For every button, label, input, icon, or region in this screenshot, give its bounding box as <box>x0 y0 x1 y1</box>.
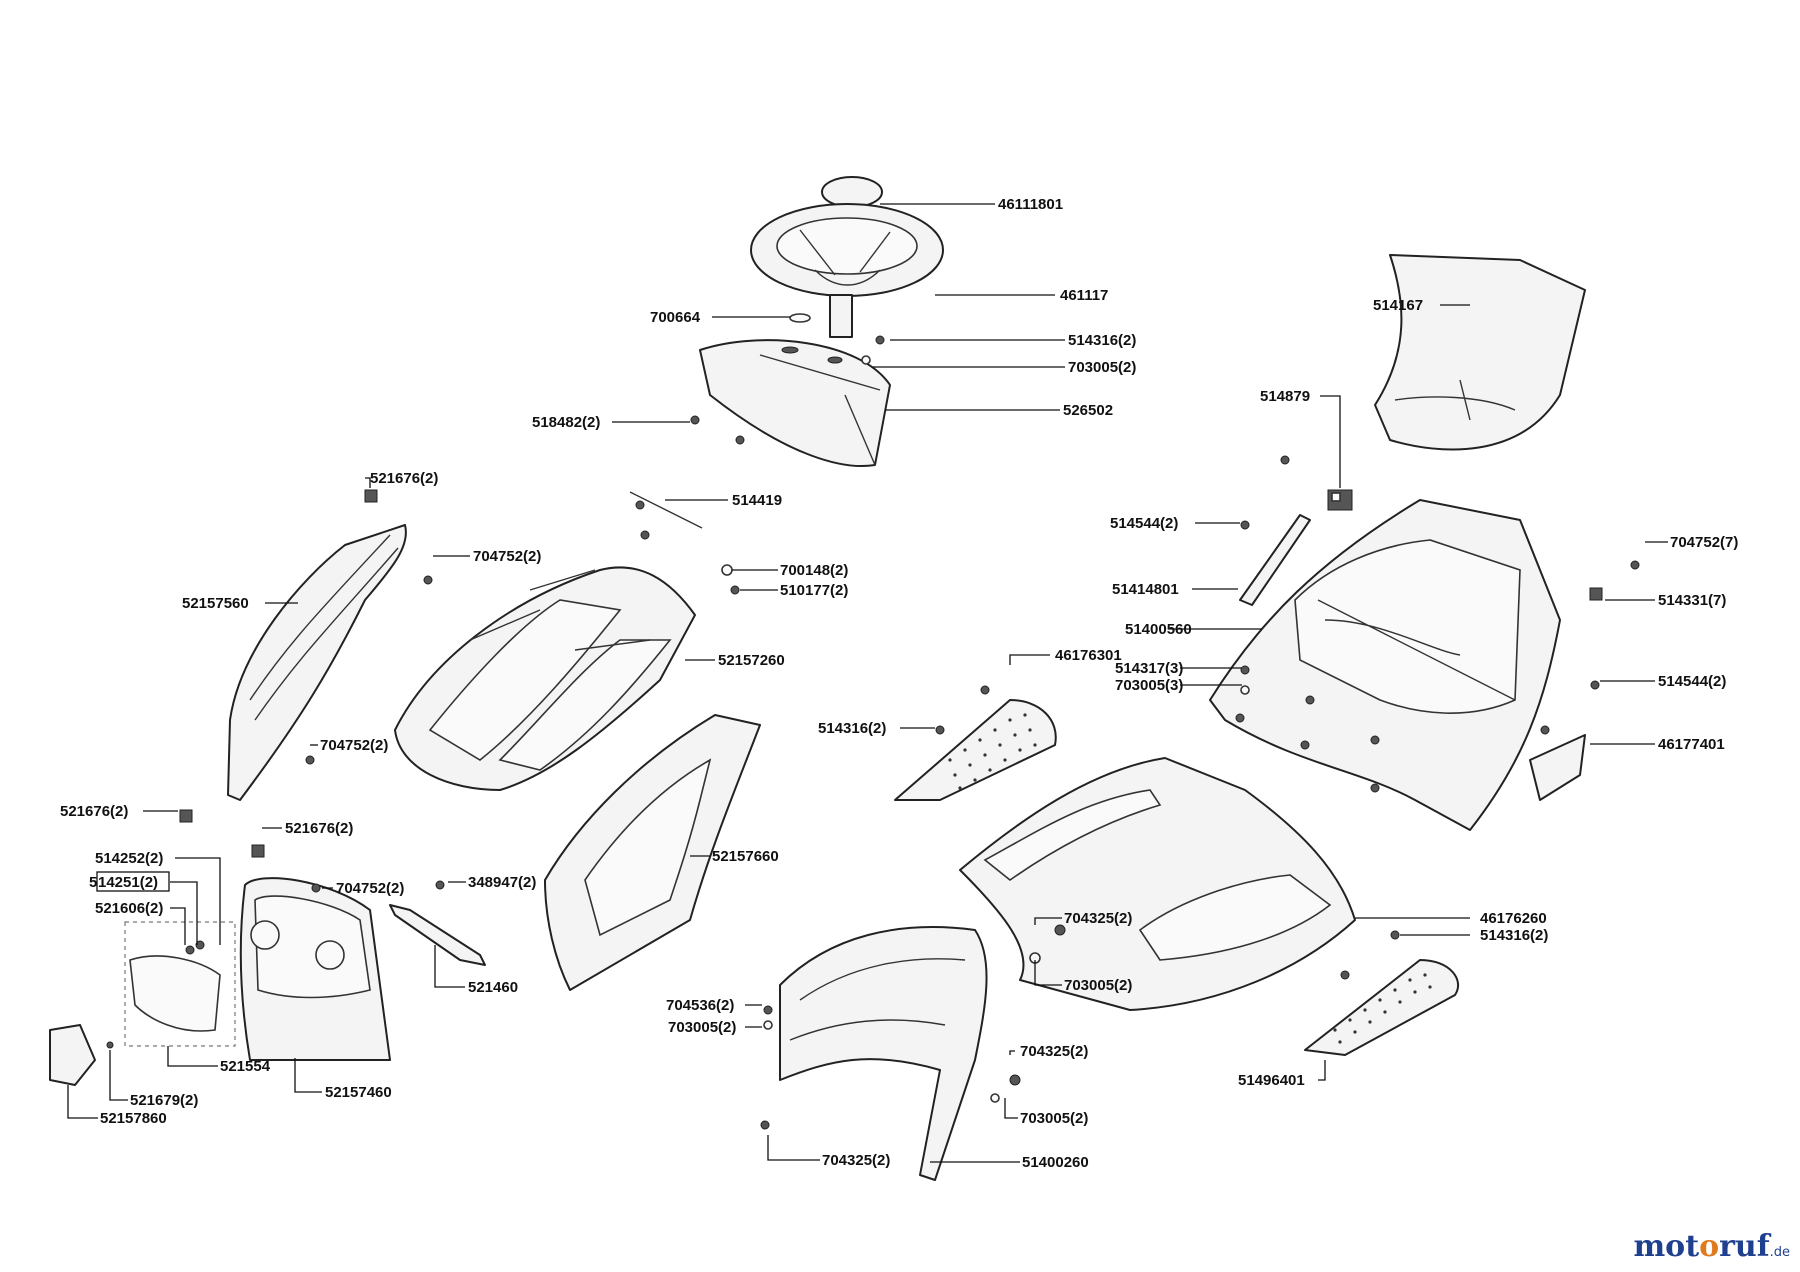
headlight-lens-521554 <box>124 921 236 1047</box>
bracket-521460 <box>389 904 486 966</box>
label-700664: 700664 <box>650 309 701 326</box>
steering-ring <box>789 313 811 323</box>
screws-console <box>690 335 885 445</box>
label-46177401: 46177401 <box>1658 736 1725 753</box>
label-51400260: 51400260 <box>1022 1154 1089 1171</box>
label-521554: 521554 <box>220 1058 271 1075</box>
label-703005-a: 703005(2) <box>1068 359 1136 376</box>
leader-lines <box>67 203 1668 1163</box>
label-46176301: 46176301 <box>1055 647 1122 664</box>
switch-514879 <box>1327 489 1353 511</box>
label-521676-a: 521676(2) <box>370 470 438 487</box>
rear-fender-body <box>1209 499 1561 831</box>
label-704325-b: 704325(2) <box>1020 1043 1088 1060</box>
label-52157860: 52157860 <box>100 1110 167 1127</box>
label-704752-a: 704752(2) <box>473 548 541 565</box>
label-521606: 521606(2) <box>95 900 163 917</box>
dashboard-console <box>699 339 891 468</box>
label-700148: 700148(2) <box>780 562 848 579</box>
label-46176260: 46176260 <box>1480 910 1547 927</box>
side-bracket-51414801 <box>1239 514 1311 606</box>
label-46111801: 46111801 <box>998 196 1063 213</box>
label-514544-b: 514544(2) <box>1658 673 1726 690</box>
label-52157460: 52157460 <box>325 1084 392 1101</box>
footrest-left <box>894 699 1057 801</box>
label-526502: 526502 <box>1063 402 1113 419</box>
label-514317: 514317(3) <box>1115 660 1183 677</box>
label-703005-3: 703005(3) <box>1115 677 1183 694</box>
steering-wheel <box>750 203 944 338</box>
callout-labels: 46111801 461117 700664 514316(2) 703005(… <box>60 196 1738 1171</box>
label-514419: 514419 <box>732 492 782 509</box>
label-514316-a: 514316(2) <box>1068 332 1136 349</box>
label-703005-c: 703005(2) <box>668 1019 736 1036</box>
side-plate-46177401 <box>1529 734 1586 801</box>
label-52157660: 52157660 <box>712 848 779 865</box>
label-348947: 348947(2) <box>468 874 536 891</box>
label-514544-a: 514544(2) <box>1110 515 1178 532</box>
label-514331: 514331(7) <box>1658 592 1726 609</box>
label-514252: 514252(2) <box>95 850 163 867</box>
front-bumper-52157460 <box>239 877 391 1061</box>
label-514879: 514879 <box>1260 388 1310 405</box>
label-461117: 461117 <box>1060 287 1108 304</box>
front-grille-51400260 <box>779 926 988 1181</box>
label-510177: 510177(2) <box>780 582 848 599</box>
label-704752-c: 704752(2) <box>336 880 404 897</box>
label-52157260: 52157260 <box>718 652 785 669</box>
steering-wheel-cap <box>821 176 883 208</box>
label-704325-a: 704325(2) <box>1064 910 1132 927</box>
label-514316-b: 514316(2) <box>818 720 886 737</box>
side-panel-52157660 <box>544 714 761 991</box>
hood-52157260 <box>394 566 696 791</box>
label-51400560: 51400560 <box>1125 621 1192 638</box>
label-704752-b: 704752(2) <box>320 737 388 754</box>
label-514251: 14251(2) <box>98 874 158 891</box>
label-51414801: 51414801 <box>1112 581 1179 598</box>
label-514167: 514167 <box>1373 297 1423 314</box>
label-704752-7: 704752(7) <box>1670 534 1738 551</box>
label-703005-b: 703005(2) <box>1064 977 1132 994</box>
label-514251-prefix: 5 <box>89 874 97 891</box>
floor-pan-46176260 <box>959 757 1356 1011</box>
label-704536: 704536(2) <box>666 997 734 1014</box>
label-514316-c: 514316(2) <box>1480 927 1548 944</box>
fasteners <box>106 455 1640 1130</box>
label-521676-c: 521676(2) <box>285 820 353 837</box>
clip-514331 <box>1589 587 1603 601</box>
label-521676-b: 521676(2) <box>60 803 128 820</box>
seat <box>1374 254 1586 451</box>
label-518482: 518482(2) <box>532 414 600 431</box>
footrest-right <box>1304 959 1460 1056</box>
side-panel-52157560 <box>227 524 407 801</box>
label-521679: 521679(2) <box>130 1092 198 1109</box>
label-51496401: 51496401 <box>1238 1072 1305 1089</box>
label-704325-c: 704325(2) <box>822 1152 890 1169</box>
label-521460: 521460 <box>468 979 518 996</box>
label-703005-d: 703005(2) <box>1020 1110 1088 1127</box>
motoruf-logo: motoruf.de <box>1633 1229 1790 1264</box>
label-514251-box <box>96 871 170 892</box>
label-52157560: 52157560 <box>182 595 249 612</box>
hood-strip-514419 <box>629 491 703 529</box>
corner-trim-52157860 <box>49 1024 96 1086</box>
